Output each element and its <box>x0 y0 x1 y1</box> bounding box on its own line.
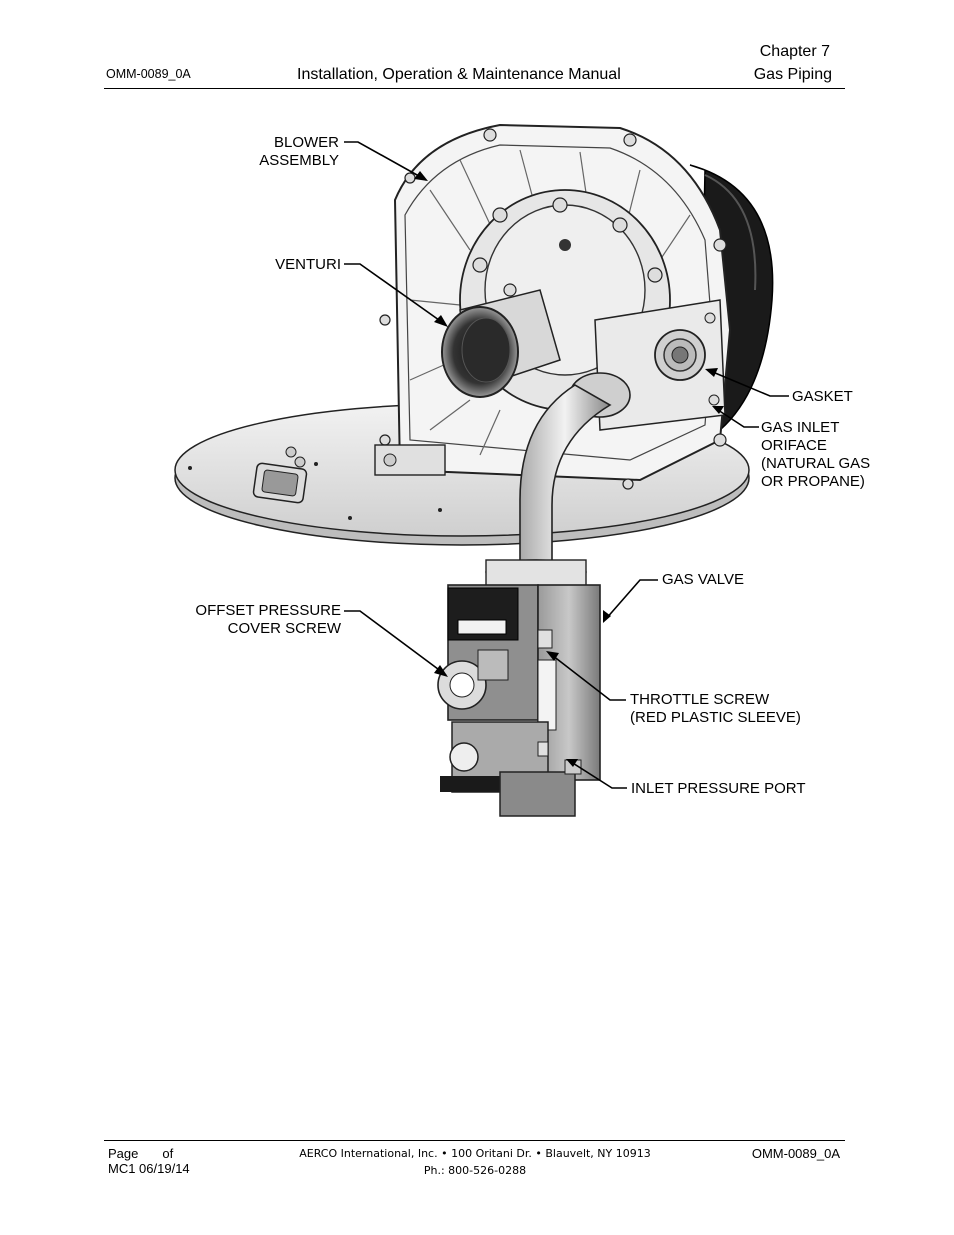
footer-doc-id: OMM-0089_0A <box>751 1146 840 1161</box>
callout-throttle-screw: THROTTLE SCREW (RED PLASTIC SLEEVE) <box>630 691 801 727</box>
callout-orifice-line3: (NATURAL GAS <box>761 455 871 472</box>
footer-revision: MC1 06/19/14 <box>108 1161 190 1176</box>
venturi <box>441 289 561 398</box>
footer-address-line1: AERCO International, Inc. • 100 Oritani … <box>299 1147 651 1160</box>
footer-page: Page of <box>108 1146 173 1161</box>
callout-gasket: GASKET <box>792 388 853 405</box>
callout-offset-pressure-cover-screw: OFFSET PRESSURE COVER SCREW <box>195 602 341 638</box>
callout-orifice-line1: GAS INLET <box>761 419 840 436</box>
header-title: Installation, Operation & Maintenance Ma… <box>297 66 621 83</box>
gas-pipe <box>485 372 631 591</box>
callout-leaders <box>344 141 789 789</box>
leader-arrowheads <box>414 171 724 767</box>
footer-address-line2: Ph.: 800-526-0288 <box>423 1164 527 1177</box>
footer-rule <box>104 1140 845 1141</box>
header-doc-id: OMM-0089_0A <box>106 67 191 81</box>
leader-gasket <box>707 369 789 397</box>
callout-gas-inlet-orifice: GAS INLET ORIFACE (NATURAL GAS OR PROPAN… <box>761 419 870 491</box>
header-chapter: Chapter 7 <box>759 43 830 60</box>
callout-orifice-line2: ORIFACE <box>761 437 827 454</box>
callout-gas-valve: GAS VALVE <box>662 571 744 588</box>
header-rule <box>104 88 845 89</box>
callout-throttle-line1: THROTTLE SCREW <box>630 691 770 708</box>
leader-throttle <box>547 651 626 701</box>
callout-venturi: VENTURI <box>275 256 341 273</box>
leader-blower <box>344 141 427 181</box>
header-section: Gas Piping <box>753 66 832 83</box>
callout-blower-line1: BLOWER <box>273 134 339 151</box>
gas-valve <box>437 584 601 817</box>
callout-inlet-pressure-port: INLET PRESSURE PORT <box>631 780 806 797</box>
footer-of-label: of <box>162 1146 174 1161</box>
leader-gas-valve <box>604 579 658 621</box>
leader-venturi <box>344 263 447 326</box>
callout-throttle-line2: (RED PLASTIC SLEEVE) <box>630 709 801 726</box>
callout-offset-line2: COVER SCREW <box>227 620 341 637</box>
callout-orifice-line4: OR PROPANE) <box>761 473 865 490</box>
callout-offset-line1: OFFSET PRESSURE <box>195 602 341 619</box>
leader-orifice <box>714 407 759 428</box>
leader-offset-screw <box>344 610 447 676</box>
callout-blower-line2: ASSEMBLY <box>259 152 339 169</box>
footer-address: AERCO International, Inc. • 100 Oritani … <box>260 1145 690 1179</box>
callout-blower-assembly: BLOWER ASSEMBLY <box>259 134 339 170</box>
footer-page-label: Page <box>108 1146 139 1161</box>
leader-inlet-port <box>567 759 627 789</box>
